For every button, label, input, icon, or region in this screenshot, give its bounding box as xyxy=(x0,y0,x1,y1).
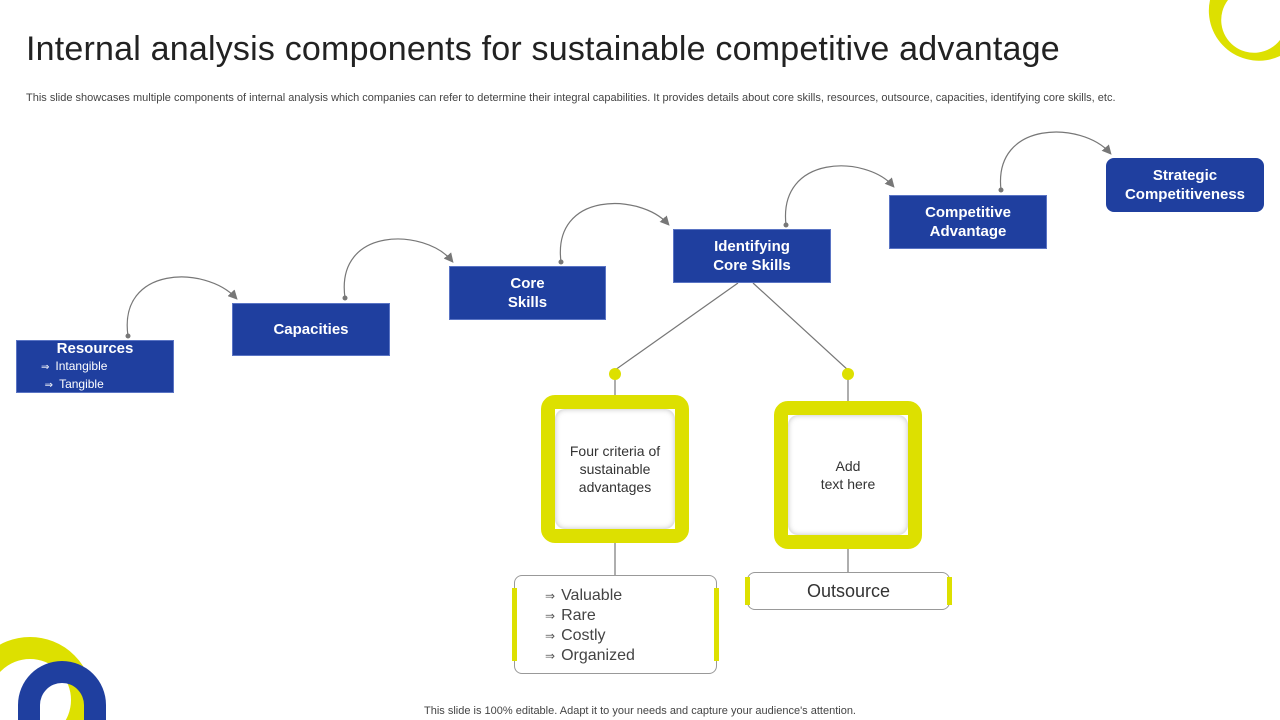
branch-dot-right xyxy=(842,368,854,380)
arc-resources-to-capacities xyxy=(126,276,238,337)
page-subtitle: This slide showcases multiple components… xyxy=(26,92,1116,104)
bottom-left-blue-arch xyxy=(18,661,106,720)
branch-dot-left xyxy=(609,368,621,380)
resources-item: Intangible xyxy=(41,358,107,376)
criteria-box: Four criteria of sustainable advantages xyxy=(541,395,689,543)
panel-accent-left xyxy=(512,588,517,661)
arc-competitive-to-strategic xyxy=(1000,131,1112,191)
panel-accent-left xyxy=(745,577,750,605)
top-right-yellow-ring xyxy=(1208,0,1280,61)
core-skills-box: Core Skills xyxy=(449,266,606,320)
branch-line-left xyxy=(614,282,739,398)
criteria-item: Valuable xyxy=(545,586,635,606)
core-skills-label-line1: Core xyxy=(510,275,545,292)
add-text-line1: Add xyxy=(835,458,861,474)
identifying-core-skills-box: Identifying Core Skills xyxy=(673,229,831,283)
branch-line-right xyxy=(752,282,849,404)
criteria-text-line1: Four criteria of xyxy=(569,443,661,459)
strategic-label-line2: Competitiveness xyxy=(1124,186,1246,203)
criteria-item: Organized xyxy=(545,646,635,666)
identifying-label-line1: Identifying xyxy=(714,238,790,255)
identifying-label-line2: Core Skills xyxy=(713,257,791,274)
arc-identifying-to-competitive xyxy=(785,165,895,226)
competitive-label-line2: Advantage xyxy=(929,223,1007,240)
resources-label: Resources xyxy=(56,340,134,357)
competitive-advantage-box: Competitive Advantage xyxy=(889,195,1047,249)
criteria-item: Rare xyxy=(545,606,635,626)
outsource-label: Outsource xyxy=(806,580,891,601)
criteria-text-line3: advantages xyxy=(578,479,652,495)
resources-item: Tangible xyxy=(41,376,107,394)
outsource-panel: Outsource xyxy=(745,572,952,610)
resources-list: Intangible Tangible xyxy=(41,358,107,394)
arc-start-dot xyxy=(125,333,131,339)
capacities-box: Capacities xyxy=(232,303,390,356)
criteria-item: Costly xyxy=(545,626,635,646)
arc-start-dot xyxy=(342,295,348,301)
panel-accent-right xyxy=(714,588,719,661)
strategic-label-line1: Strategic xyxy=(1152,167,1218,184)
arc-capacities-to-core-skills xyxy=(343,238,454,299)
add-text-line2: text here xyxy=(820,476,876,492)
panel-accent-right xyxy=(947,577,952,605)
add-text-box: Add text here xyxy=(774,401,922,549)
arc-start-dot xyxy=(998,187,1004,193)
criteria-list-panel: Valuable Rare Costly Organized xyxy=(512,575,719,674)
arc-start-dot xyxy=(783,222,789,228)
capacities-label: Capacities xyxy=(273,321,349,338)
page-title: Internal analysis components for sustain… xyxy=(26,30,1060,68)
resources-box: Resources Intangible Tangible xyxy=(16,340,174,393)
bottom-left-yellow-ring xyxy=(0,637,93,720)
strategic-competitiveness-box: Strategic Competitiveness xyxy=(1106,158,1264,212)
footer-note: This slide is 100% editable. Adapt it to… xyxy=(424,705,856,717)
core-skills-label-line2: Skills xyxy=(507,294,548,311)
arc-core-skills-to-identifying xyxy=(559,202,670,263)
competitive-label-line1: Competitive xyxy=(925,204,1011,221)
criteria-list: Valuable Rare Costly Organized xyxy=(545,586,635,666)
criteria-text-line2: sustainable xyxy=(579,461,651,477)
arc-start-dot xyxy=(558,259,564,265)
